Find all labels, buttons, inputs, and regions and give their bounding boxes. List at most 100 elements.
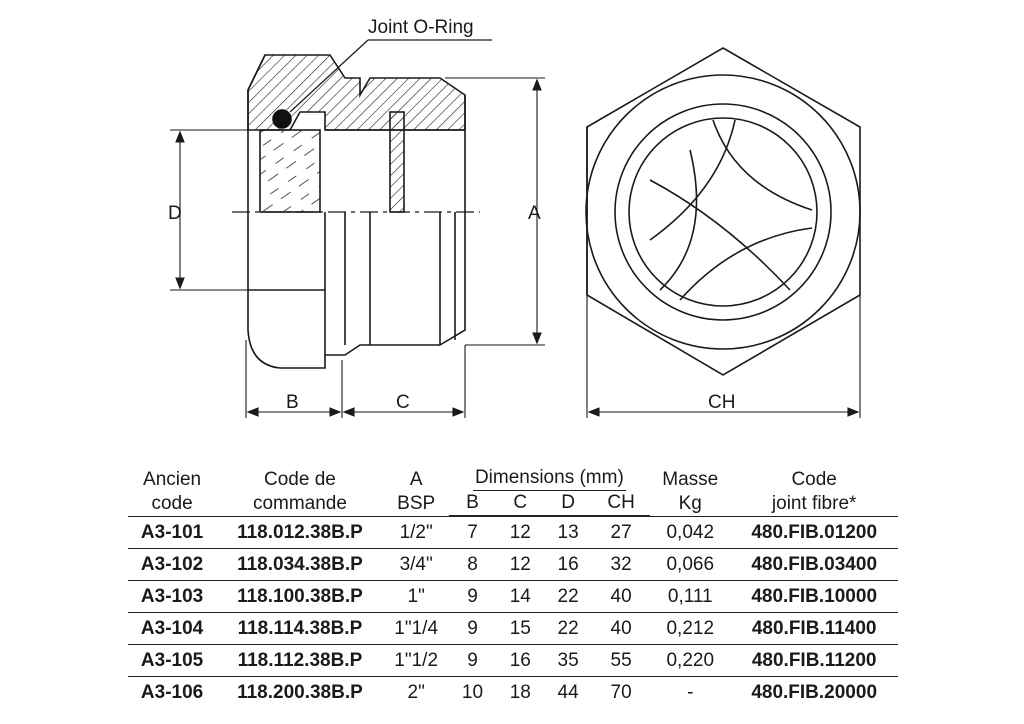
cell-masse: 0,220 — [650, 644, 731, 677]
cell-code-commande: 118.100.38B.P — [216, 580, 384, 613]
cell-c: 16 — [496, 644, 545, 677]
header-joint-line2: joint fibre* — [771, 492, 857, 514]
cell-c: 14 — [496, 580, 545, 613]
cell-ancien-code: A3-105 — [128, 644, 217, 677]
o-ring — [272, 109, 292, 129]
cell-b: 8 — [448, 548, 497, 581]
trilobe-baffle — [659, 119, 813, 301]
header-masse-line1: Masse — [662, 468, 719, 490]
cell-code-commande: 118.114.38B.P — [216, 612, 384, 645]
cell-d: 13 — [544, 515, 592, 549]
cell-code-commande: 118.012.38B.P — [216, 515, 384, 549]
header-dimensions: Dimensions (mm) — [449, 466, 651, 491]
dim-a-label: A — [528, 203, 541, 224]
table-subheader-row: B C D CH — [128, 491, 898, 517]
header-ancien-code: Ancien code — [128, 466, 216, 516]
cell-code-joint: 480.FIB.11400 — [730, 612, 898, 645]
cell-ancien-code: A3-104 — [128, 612, 217, 645]
header-code-line2: commande — [252, 492, 347, 514]
cell-ancien-code: A3-101 — [128, 515, 217, 549]
cell-ancien-code: A3-106 — [128, 676, 217, 708]
header-ancien-line2: code — [151, 492, 193, 514]
cell-code-commande: 118.112.38B.P — [216, 644, 384, 677]
cell-code-commande: 118.200.38B.P — [216, 676, 384, 708]
technical-drawing: Joint O-Ring D A B C — [168, 17, 861, 418]
spec-table: Ancien code Code de commande A BSP Dimen… — [128, 466, 898, 708]
dim-ch-label: CH — [708, 392, 735, 413]
cell-b: 9 — [448, 644, 497, 677]
cell-ch: 32 — [591, 548, 651, 581]
cell-c: 12 — [496, 515, 545, 549]
window-ring-inner — [628, 117, 818, 307]
front-hex-view — [585, 47, 861, 376]
side-section-view — [232, 54, 480, 369]
oring-callout-label: Joint O-Ring — [368, 17, 474, 38]
cap-outline — [247, 54, 466, 369]
cell-code-commande: 118.034.38B.P — [216, 548, 384, 581]
cell-code-joint: 480.FIB.11200 — [730, 644, 898, 677]
cell-a-bsp: 1/2" — [383, 515, 449, 549]
cell-d: 22 — [544, 580, 592, 613]
dim-d-label: D — [168, 203, 182, 224]
cell-masse: - — [650, 676, 731, 708]
outer-ring — [585, 74, 861, 350]
cell-d: 44 — [544, 676, 592, 708]
cell-masse: 0,042 — [650, 515, 731, 549]
dimension-d — [170, 129, 262, 291]
header-masse: Masse Kg — [650, 466, 730, 516]
cell-d: 35 — [544, 644, 592, 677]
header-a-line2: BSP — [397, 492, 436, 514]
cell-code-joint: 480.FIB.01200 — [730, 515, 898, 549]
dim-c-label: C — [396, 392, 410, 413]
cell-d: 22 — [544, 612, 592, 645]
cell-ch: 40 — [591, 580, 651, 613]
header-b: B — [448, 491, 497, 517]
dimension-b-c — [245, 340, 466, 418]
header-joint-line1: Code — [791, 468, 837, 490]
cell-b: 9 — [448, 580, 497, 613]
cell-ancien-code: A3-103 — [128, 580, 217, 613]
cell-c: 18 — [496, 676, 545, 708]
table-header-row: Ancien code Code de commande A BSP Dimen… — [128, 466, 898, 514]
cell-masse: 0,111 — [650, 580, 731, 613]
oring-callout: Joint O-Ring — [289, 17, 492, 113]
header-a-line1: A — [409, 468, 423, 490]
cell-code-joint: 480.FIB.20000 — [730, 676, 898, 708]
cell-masse: 0,066 — [650, 548, 731, 581]
baffle — [389, 111, 405, 213]
cell-masse: 0,212 — [650, 612, 731, 645]
cell-c: 12 — [496, 548, 545, 581]
cell-b: 9 — [448, 612, 497, 645]
header-d: D — [544, 491, 592, 517]
header-code-commande: Code de commande — [216, 466, 384, 516]
window-ring-outer — [614, 103, 832, 321]
cell-ch: 70 — [591, 676, 651, 708]
dim-b-label: B — [286, 392, 299, 413]
header-masse-line2: Kg — [678, 492, 702, 514]
cell-a-bsp: 1"1/4 — [383, 612, 449, 645]
header-dimensions-label: Dimensions (mm) — [472, 466, 626, 491]
cell-a-bsp: 3/4" — [383, 548, 449, 581]
cell-a-bsp: 2" — [383, 676, 449, 708]
glass-window — [259, 129, 321, 213]
dimension-ch — [586, 295, 861, 418]
cell-b: 7 — [448, 515, 497, 549]
cell-b: 10 — [448, 676, 497, 708]
cell-ch: 27 — [591, 515, 651, 549]
cell-d: 16 — [544, 548, 592, 581]
cell-a-bsp: 1"1/2 — [383, 644, 449, 677]
header-c: C — [496, 491, 545, 517]
hex-outline — [586, 47, 861, 376]
cell-code-joint: 480.FIB.03400 — [730, 548, 898, 581]
cell-a-bsp: 1" — [383, 580, 449, 613]
header-ch: CH — [591, 491, 651, 517]
header-code-joint: Code joint fibre* — [730, 466, 898, 516]
header-a-bsp: A BSP — [384, 466, 449, 516]
